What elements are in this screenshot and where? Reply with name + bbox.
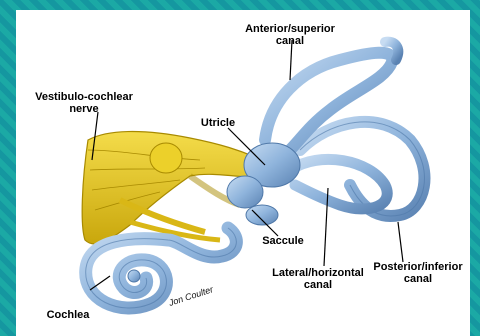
label-lateral-canal-2: canal: [304, 279, 332, 291]
label-cochlea: Cochlea: [47, 309, 91, 321]
artist-signature: Jon Coulter: [167, 284, 216, 308]
label-anterior-canal-2: canal: [276, 35, 304, 47]
label-lateral-canal-1: Lateral/horizontal: [272, 267, 364, 279]
label-utricle: Utricle: [201, 117, 235, 129]
label-nerve-2: nerve: [69, 103, 98, 115]
label-posterior-canal-1: Posterior/inferior: [373, 261, 463, 273]
label-saccule: Saccule: [262, 235, 304, 247]
label-anterior-canal-1: Anterior/superior: [245, 23, 336, 35]
lateral-canal: [290, 159, 387, 209]
label-nerve-1: Vestibulo-cochlear: [35, 91, 134, 103]
label-posterior-canal-2: canal: [404, 273, 432, 285]
